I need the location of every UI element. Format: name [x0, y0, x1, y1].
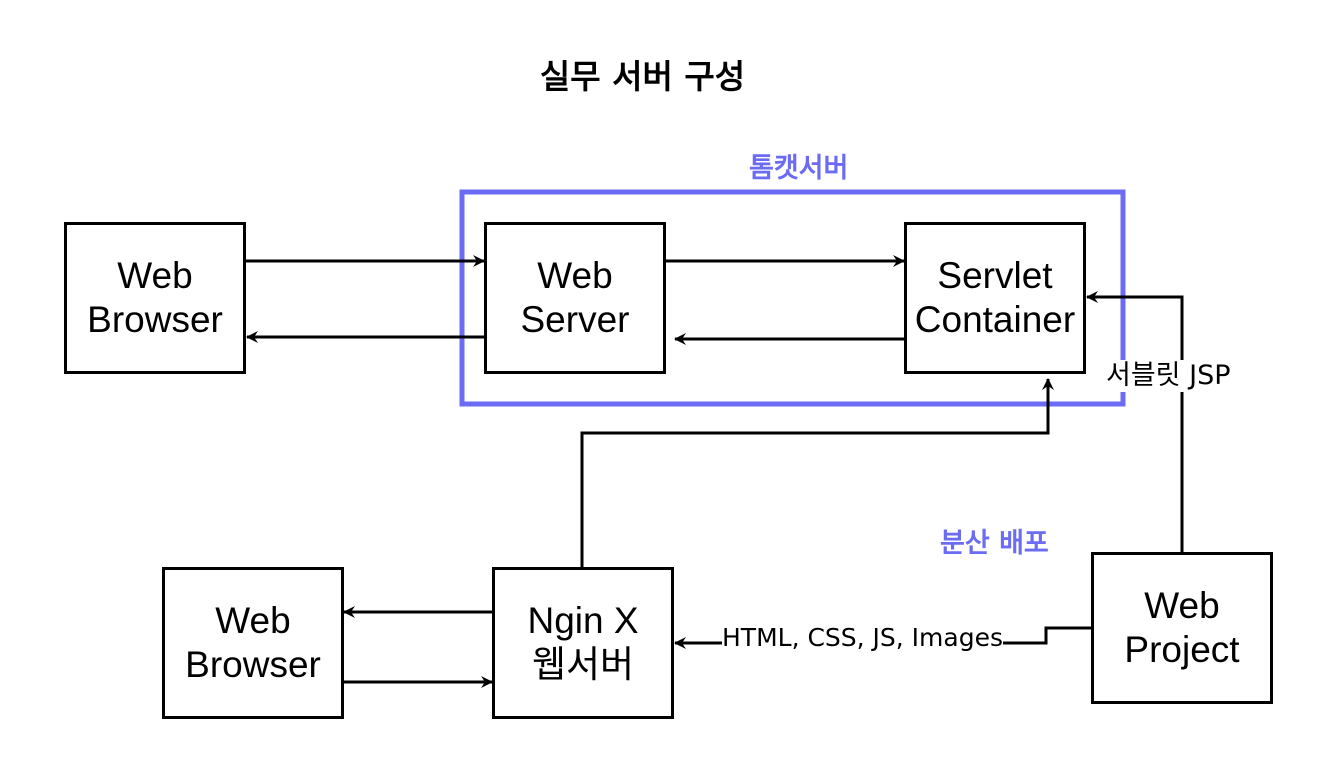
- node-label-line: Project: [1124, 629, 1240, 670]
- node-label-line: Web: [537, 255, 613, 296]
- node-label-line: Browser: [185, 644, 321, 685]
- nginx-webserver-node: Ngin X 웹서버: [492, 567, 674, 719]
- node-label-line: 웹서버: [531, 644, 635, 685]
- distributed-deploy-label: 분산 배포: [940, 528, 1049, 559]
- node-label-line: Server: [520, 299, 630, 340]
- web-browser-bottom-node: Web Browser: [162, 567, 344, 719]
- web-project-node: Web Project: [1091, 552, 1273, 704]
- node-label-line: Servlet: [937, 255, 1053, 296]
- node-label-line: Browser: [87, 299, 223, 340]
- node-label-line: Web: [117, 255, 193, 296]
- static-assets-edge-label: HTML, CSS, JS, Images: [722, 622, 1004, 654]
- node-label-line: Web: [1144, 585, 1220, 626]
- web-browser-top-node: Web Browser: [64, 222, 246, 374]
- node-label-line: Container: [914, 299, 1076, 340]
- servlet-container-node: Servlet Container: [904, 222, 1086, 374]
- node-label-line: Ngin X: [527, 600, 639, 641]
- servlet-jsp-edge-label: 서블릿 JSP: [1104, 360, 1233, 392]
- diagram-title: 실무 서버 구성: [539, 57, 746, 96]
- node-label-line: Web: [215, 600, 291, 641]
- tomcat-group-label: 톰캣서버: [749, 153, 849, 184]
- web-server-node: Web Server: [484, 222, 666, 374]
- arrow-project-to-container: [1086, 291, 1184, 553]
- arrow-nginx-container: [576, 378, 1054, 578]
